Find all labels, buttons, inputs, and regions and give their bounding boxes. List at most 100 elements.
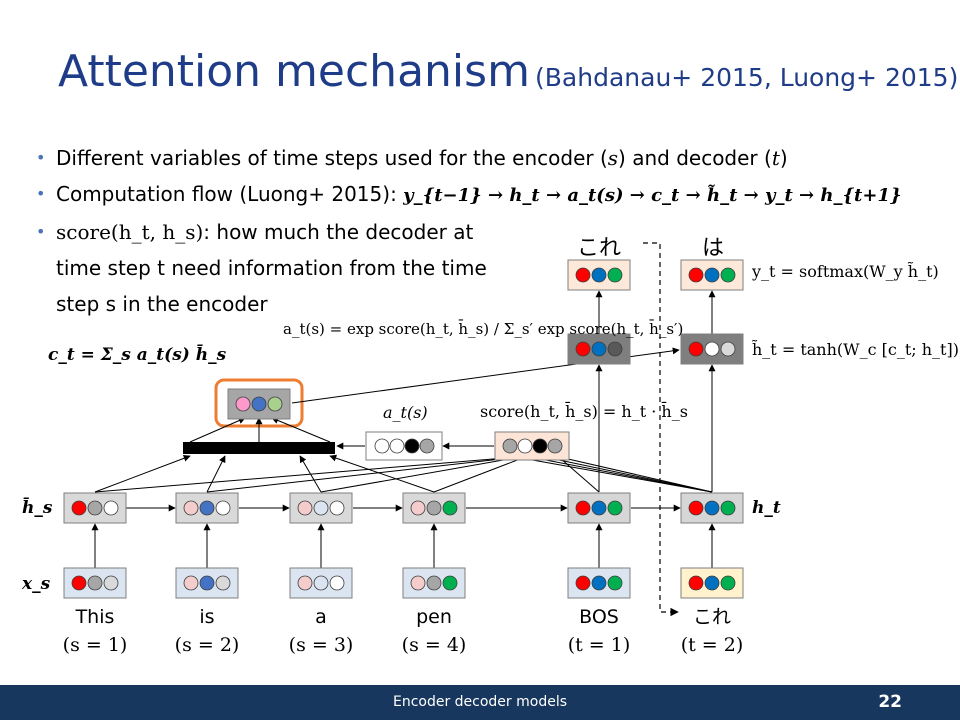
- score-term: score(h_t, h_s): [56, 220, 204, 244]
- vector-cell-icon: [313, 575, 329, 591]
- vector-cell-icon: [329, 575, 345, 591]
- bullet-1-mid: ) and decoder (: [618, 146, 772, 170]
- step-text: (s = 4): [401, 634, 467, 656]
- word-text: is: [199, 606, 215, 628]
- encoder-word-2: is (s = 2): [157, 603, 257, 659]
- decoder-output-2: は: [702, 236, 725, 261]
- vector-cell-icon: [426, 575, 442, 591]
- attention-formula: a_t(s) = exp score(h_t, h̄_s) / Σ_s′ exp…: [283, 320, 683, 338]
- input-label: x_s: [22, 574, 51, 594]
- vector-cell-icon: [419, 438, 435, 454]
- vector-cell-icon: [251, 396, 267, 412]
- vector-cell-icon: [442, 500, 458, 516]
- output-formula: y_t = softmax(W_y h̃_t): [752, 262, 939, 281]
- score-formula-text: score(h_t, h̄_s) = h_t · h̄_s: [480, 402, 688, 421]
- vector-cell-icon: [720, 575, 736, 591]
- vector-cell-icon: [688, 267, 704, 283]
- score-formula: score(h_t, h̄_s) = h_t · h̄_s: [480, 402, 688, 421]
- bullet-3-text: : how much the decoder at: [203, 220, 474, 244]
- vector-cell-icon: [547, 438, 563, 454]
- word-text: pen: [416, 606, 452, 628]
- page-title: Attention mechanism (Bahdanau+ 2015, Luo…: [58, 46, 958, 97]
- footer-text: Encoder decoder models: [392, 694, 568, 710]
- vector-cell-icon: [215, 500, 231, 516]
- computation-flow: y_{t−1} → h_t → a_t(s) → c_t → h̃_t → y_…: [403, 185, 902, 206]
- bullet-3-line-3: step s in the encoder: [56, 292, 268, 316]
- footer: Encoder decoder models 22: [0, 685, 960, 720]
- bullet-1: • Different variables of time steps used…: [34, 140, 902, 176]
- bullet-dot-icon: •: [36, 148, 46, 167]
- vector-cell-icon: [704, 575, 720, 591]
- vector-cells: [63, 259, 744, 599]
- tilde-formula: h̃_t = tanh(W_c [c_t; h_t]): [752, 340, 959, 359]
- title-main: Attention mechanism: [58, 46, 530, 97]
- vector-cell-icon: [517, 438, 533, 454]
- encoder-hidden-label: h̄_s: [22, 498, 53, 518]
- vector-cell-icon: [103, 575, 119, 591]
- vector-cell-icon: [607, 341, 623, 357]
- context-formula-text: c_t = Σ_s a_t(s) h̄_s: [48, 345, 227, 365]
- word-text: BOS: [579, 606, 619, 628]
- vector-cell-icon: [720, 341, 736, 357]
- attention-formula-text: a_t(s) = exp score(h_t, h̄_s) / Σ_s′ exp…: [283, 320, 684, 338]
- attention-weight-text: a_t(s): [383, 403, 428, 422]
- attention-bar-icon: [183, 442, 335, 454]
- vector-cell-icon: [607, 575, 623, 591]
- title-sub: (Bahdanau+ 2015, Luong+ 2015): [535, 63, 959, 92]
- decoder-word-2: これ(t = 2): [662, 603, 762, 659]
- vector-cell-icon: [442, 575, 458, 591]
- vector-cell-icon: [199, 575, 215, 591]
- context-formula: c_t = Σ_s a_t(s) h̄_s: [48, 345, 226, 365]
- vector-cell-icon: [607, 267, 623, 283]
- vector-cell-icon: [183, 575, 199, 591]
- vector-cell-icon: [374, 438, 390, 454]
- bullet-dot-icon: •: [36, 184, 46, 203]
- output-formula-text: y_t = softmax(W_y h̃_t): [752, 262, 939, 281]
- vector-cell-icon: [607, 500, 623, 516]
- attention-weight-label: a_t(s): [383, 403, 428, 422]
- decoder-word-1: BOS (t = 1): [549, 603, 649, 659]
- vector-cell-icon: [313, 500, 329, 516]
- vector-cell-icon: [183, 500, 199, 516]
- vector-cell-icon: [267, 396, 283, 412]
- decoder-output-1: これ: [577, 236, 622, 261]
- bullet-1-text: Different variables of time steps used f…: [56, 146, 608, 170]
- vector-cell-icon: [591, 341, 607, 357]
- vector-cell-icon: [720, 267, 736, 283]
- vector-cell-icon: [410, 500, 426, 516]
- vector-cell-icon: [235, 396, 251, 412]
- vector-cell-icon: [87, 575, 103, 591]
- vector-cell-icon: [591, 267, 607, 283]
- vector-cell-icon: [704, 500, 720, 516]
- vector-cell-icon: [87, 500, 103, 516]
- vector-cell-icon: [688, 500, 704, 516]
- bullet-list: • Different variables of time steps used…: [34, 140, 902, 322]
- word-text: This: [75, 606, 115, 628]
- vector-cell-icon: [426, 500, 442, 516]
- vector-cell-icon: [389, 438, 405, 454]
- word-text: a: [315, 606, 327, 628]
- step-text: (s = 1): [62, 634, 128, 656]
- step-text: (s = 2): [174, 634, 240, 656]
- step-text: (s = 3): [288, 634, 354, 656]
- vector-cell-icon: [404, 438, 420, 454]
- bullet-1-t: t: [771, 146, 780, 170]
- vector-cell-icon: [591, 500, 607, 516]
- vector-cell-icon: [502, 438, 518, 454]
- vector-cell-icon: [71, 575, 87, 591]
- step-text: (t = 1): [567, 634, 631, 656]
- bullet-2: • Computation flow (Luong+ 2015): y_{t−1…: [34, 176, 902, 214]
- bullet-2-text: Computation flow (Luong+ 2015):: [56, 182, 404, 206]
- vector-cell-icon: [575, 575, 591, 591]
- page-number: 22: [878, 692, 902, 712]
- decoder-hidden-label: h_t: [752, 498, 781, 518]
- bullet-3-line-2: time step t need information from the ti…: [56, 256, 487, 280]
- vector-cell-icon: [297, 575, 313, 591]
- vector-cell-icon: [199, 500, 215, 516]
- vector-cell-icon: [297, 500, 313, 516]
- bullet-1-end: ): [779, 146, 788, 170]
- vector-cell-icon: [71, 500, 87, 516]
- vector-cell-icon: [575, 500, 591, 516]
- vector-cell-icon: [532, 438, 548, 454]
